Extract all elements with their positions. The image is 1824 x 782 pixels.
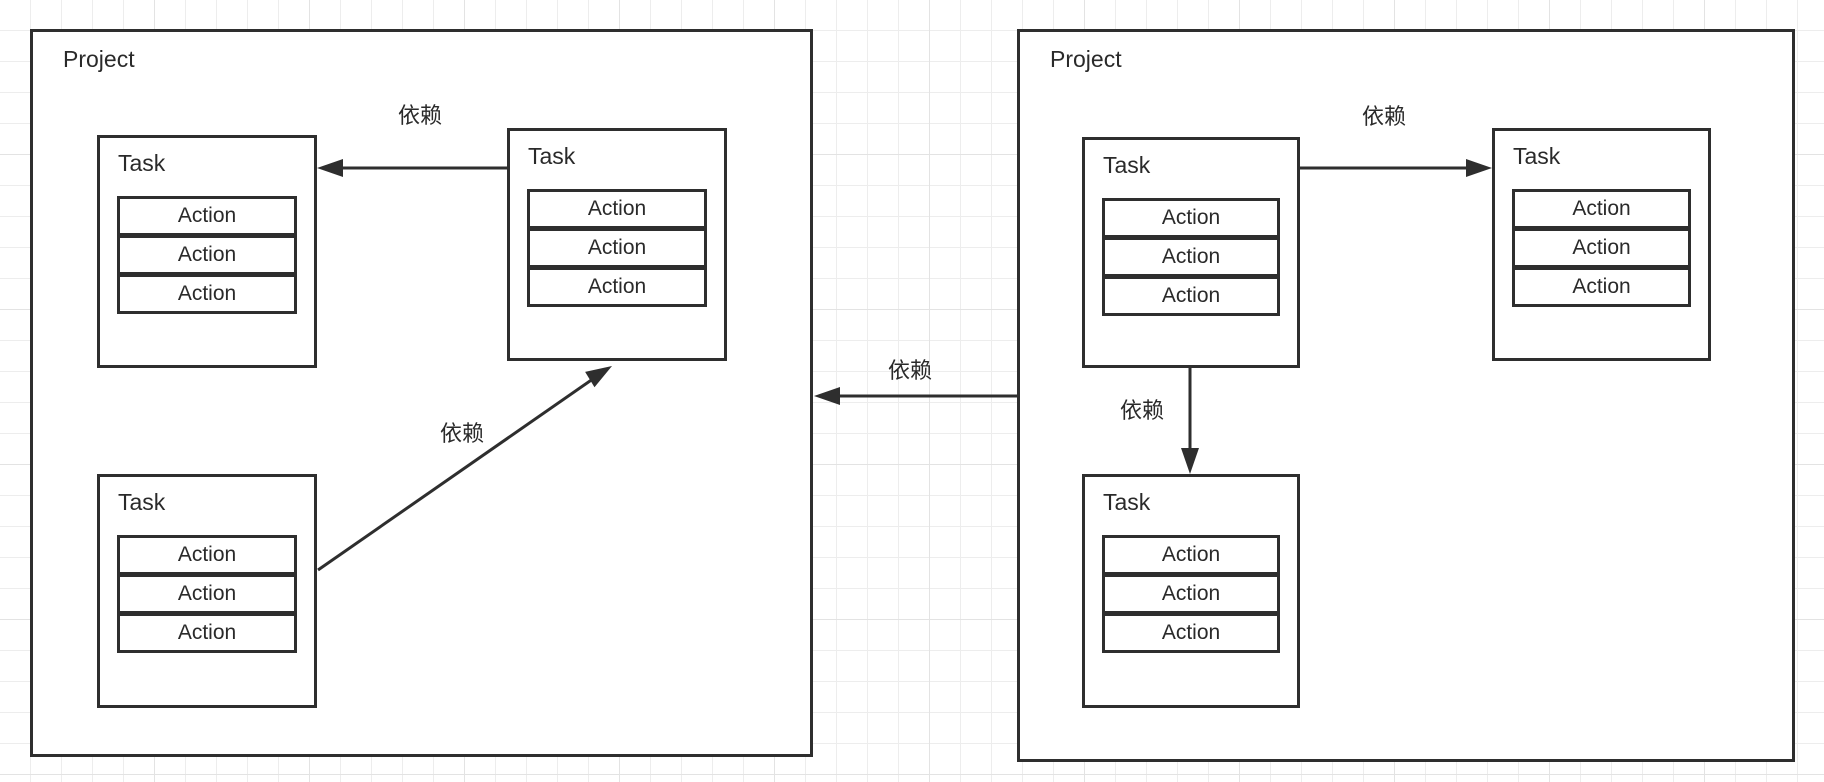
action-item[interactable]: Action <box>1102 535 1280 575</box>
action-item[interactable]: Action <box>1512 228 1691 268</box>
task-title: Task <box>1103 489 1151 515</box>
edge-label-dependency: 依赖 <box>1120 398 1165 423</box>
task-title: Task <box>1513 143 1561 169</box>
task-title: Task <box>528 143 576 169</box>
action-item[interactable]: Action <box>117 196 297 236</box>
edge-label-dependency: 依赖 <box>888 358 933 383</box>
action-item[interactable]: Action <box>117 535 297 575</box>
action-item[interactable]: Action <box>1102 237 1280 277</box>
action-item[interactable]: Action <box>527 228 707 268</box>
action-item[interactable]: Action <box>117 574 297 614</box>
project-title: Project <box>63 46 135 72</box>
action-item[interactable]: Action <box>1512 189 1691 229</box>
task-title: Task <box>118 150 166 176</box>
action-item[interactable]: Action <box>1102 198 1280 238</box>
action-item[interactable]: Action <box>1102 613 1280 653</box>
action-item[interactable]: Action <box>527 267 707 307</box>
edge-label-dependency: 依赖 <box>1362 104 1407 129</box>
project-title: Project <box>1050 46 1122 72</box>
action-item[interactable]: Action <box>1102 574 1280 614</box>
action-item[interactable]: Action <box>1102 276 1280 316</box>
task-title: Task <box>118 489 166 515</box>
action-item[interactable]: Action <box>1512 267 1691 307</box>
action-item[interactable]: Action <box>117 235 297 275</box>
dependency-edge[interactable] <box>814 387 1017 405</box>
edge-label-dependency: 依赖 <box>398 103 443 128</box>
edge-label-dependency: 依赖 <box>440 421 485 446</box>
task-title: Task <box>1103 152 1151 178</box>
action-item[interactable]: Action <box>117 613 297 653</box>
action-item[interactable]: Action <box>527 189 707 229</box>
action-item[interactable]: Action <box>117 274 297 314</box>
